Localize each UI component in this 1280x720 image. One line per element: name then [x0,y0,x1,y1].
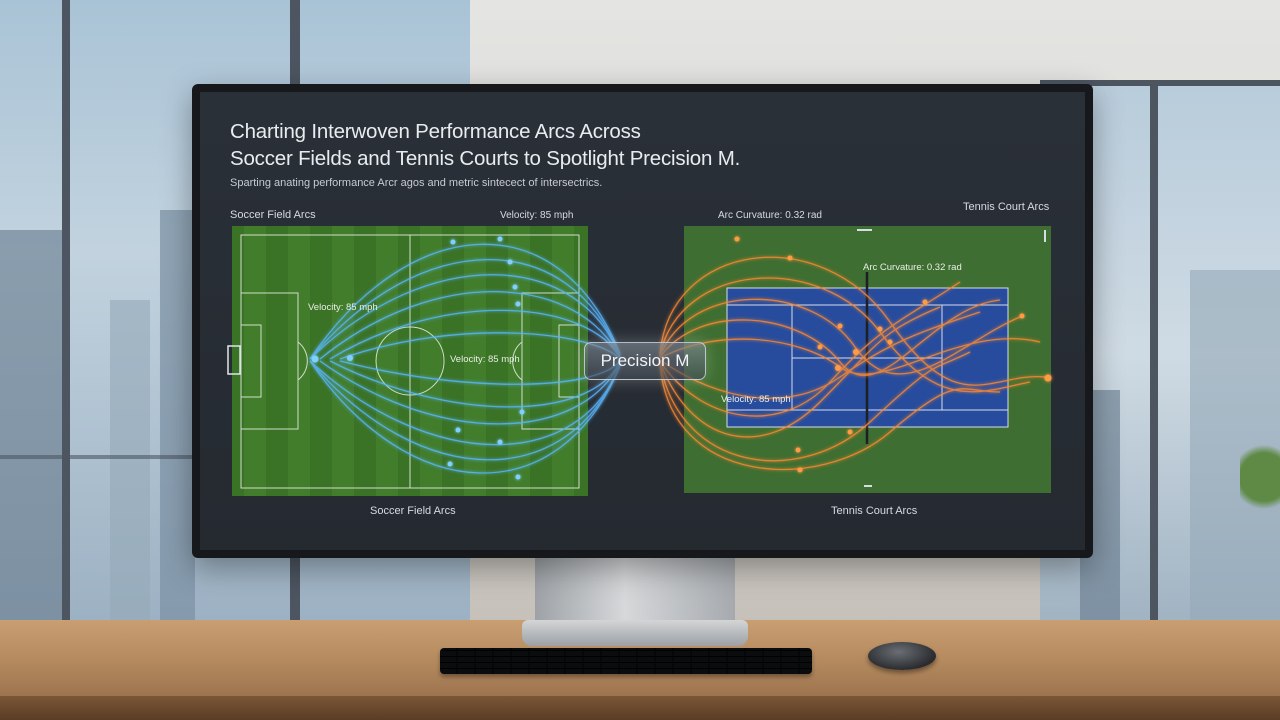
tennis-header-label: Tennis Court Arcs [963,201,1050,213]
tennis-arcs [659,256,1046,471]
title-line-2: Soccer Fields and Tennis Courts to Spotl… [230,147,741,170]
title-line-1: Charting Interwoven Performance Arcs Acr… [230,120,641,143]
soccer-field [227,226,588,496]
monitor-screen: Charting Interwoven Performance Arcs Acr… [200,92,1085,550]
window-frame [1150,80,1158,630]
goal [227,345,241,375]
soccer-arcs [309,243,621,474]
tennis-court-label-1: Arc Curvature: 0.32 rad [863,262,962,273]
keyboard [440,648,812,674]
monitor-stand-base [522,620,748,646]
building [110,300,150,630]
soccer-field-label-1: Velocity: 85 mph [308,302,378,313]
monitor-stand [535,556,735,628]
desk-edge [0,696,1280,720]
tennis-footer-label: Tennis Court Arcs [831,505,918,517]
window-frame [1040,80,1280,86]
subtitle: Sparting anating performance Arcr agos a… [230,177,603,189]
building [160,210,195,630]
tennis-arc-nodes [734,236,1052,473]
soccer-velocity-header: Velocity: 85 mph [500,210,574,221]
arc-visualization [227,226,1052,496]
precision-badge: Precision M [584,342,706,380]
page-title: Charting Interwoven Performance Arcs Acr… [230,118,930,172]
tennis-curvature-header: Arc Curvature: 0.32 rad [718,210,822,221]
window-frame [62,0,70,630]
building [0,230,70,630]
tennis-court-label-2: Velocity: 85 mph [721,394,791,405]
soccer-footer-label: Soccer Field Arcs [370,505,456,517]
monitor: Charting Interwoven Performance Arcs Acr… [192,84,1093,558]
soccer-field-label-2: Velocity: 85 mph [450,354,520,365]
plant [1240,445,1280,525]
soccer-header-label: Soccer Field Arcs [230,209,316,221]
soccer-arc-nodes [311,236,525,480]
mouse [868,642,936,670]
